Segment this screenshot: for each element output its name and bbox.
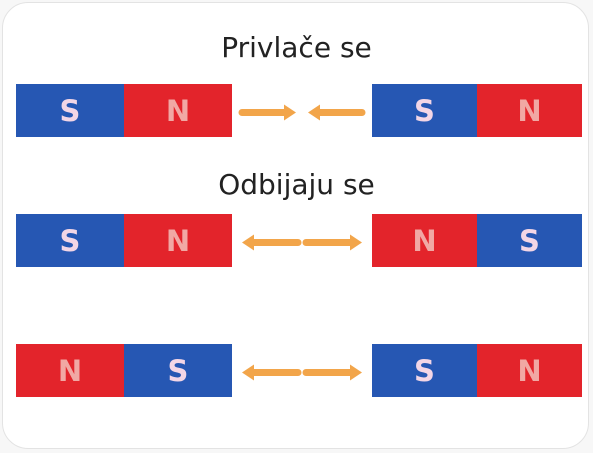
north-pole: N [124, 84, 232, 137]
arrow-left-icon [242, 364, 302, 381]
repel-title: Odbijaju se [218, 168, 375, 201]
magnet-row1-right: S N [372, 84, 582, 137]
arrow-left-icon [242, 234, 302, 251]
arrow-left-icon [308, 104, 366, 121]
arrows-row1 [232, 84, 372, 137]
magnet-row2-left: S N [16, 214, 232, 267]
arrows-row2 [232, 214, 372, 267]
attract-title: Privlače se [221, 31, 372, 64]
south-pole: S [372, 84, 477, 137]
magnet-row2-right: N S [372, 214, 582, 267]
magnet-row3-right: S N [372, 344, 582, 397]
north-pole: N [477, 344, 582, 397]
arrow-right-icon [302, 364, 362, 381]
arrow-right-icon [238, 104, 296, 121]
magnet-row1-left: S N [16, 84, 232, 137]
north-pole: N [372, 214, 477, 267]
arrows-row3 [232, 344, 372, 397]
south-pole: S [372, 344, 477, 397]
north-pole: N [124, 214, 232, 267]
south-pole: S [477, 214, 582, 267]
arrow-right-icon [302, 234, 362, 251]
north-pole: N [477, 84, 582, 137]
south-pole: S [124, 344, 232, 397]
north-pole: N [16, 344, 124, 397]
south-pole: S [16, 84, 124, 137]
magnet-row3-left: N S [16, 344, 232, 397]
south-pole: S [16, 214, 124, 267]
